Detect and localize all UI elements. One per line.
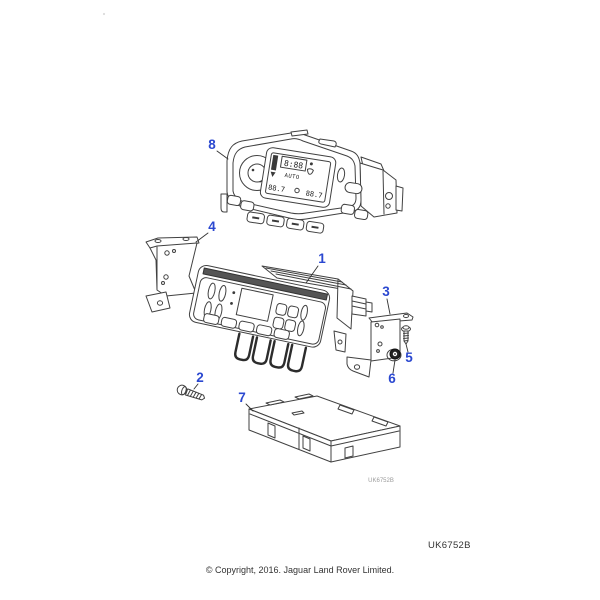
- callout-leader-8: [216, 150, 229, 160]
- diagram-watermark: UK6752B: [368, 478, 394, 484]
- callout-number-5: 5: [405, 350, 413, 365]
- part-1-control-unit: [188, 264, 373, 373]
- callout-number-4: 4: [208, 219, 216, 234]
- callout-leader-7: [245, 403, 254, 412]
- unit-display-window: [235, 287, 274, 322]
- display-right-digits: 88.7: [305, 189, 323, 200]
- panel-left-tab: [220, 193, 228, 213]
- unit-right-face: [336, 278, 354, 330]
- callout-leader-2: [193, 383, 199, 390]
- scan-speck: [102, 12, 106, 16]
- callout-number-3: 3: [382, 284, 390, 299]
- panel-left-buttons: [226, 194, 255, 212]
- callout-number-8: 8: [208, 137, 216, 152]
- callout-number-1: 1: [318, 251, 326, 266]
- callout-number-2: 2: [196, 370, 204, 385]
- panel-top-handle: [318, 138, 337, 148]
- panel-top-tab: [290, 129, 309, 137]
- display-mode-label: AUTO: [284, 173, 300, 181]
- part-5-screw: [401, 325, 411, 345]
- callout-leader-3: [386, 298, 391, 315]
- unit-front-bezel: [188, 264, 331, 373]
- part-3-mounting-bracket-right: [346, 312, 414, 378]
- part-8-control-panel: 8:88 AUTO 88.7 88.7: [220, 129, 404, 234]
- panel-vent-slot: [336, 167, 346, 183]
- unit-lower-tab: [333, 330, 347, 353]
- unit-connector: [351, 295, 367, 317]
- part-4-mounting-bracket-left: [145, 236, 200, 313]
- panel-right-button: [344, 182, 363, 195]
- callout-leader-6: [392, 359, 396, 374]
- panel-right-buttons: [340, 203, 369, 221]
- part-7-control-module: [248, 393, 401, 463]
- copyright-notice: © Copyright, 2016. Jaguar Land Rover Lim…: [205, 565, 395, 575]
- unit-connector-hooks: [234, 332, 308, 373]
- callout-number-7: 7: [238, 390, 246, 405]
- climate-display: 8:88 AUTO 88.7 88.7: [246, 147, 337, 234]
- callout-leader-1: [305, 265, 319, 284]
- diagram-reference-code: UK6752B: [428, 540, 471, 551]
- callout-leader-5: [405, 343, 409, 353]
- bracket-foot: [346, 356, 372, 378]
- callout-number-6: 6: [388, 371, 396, 386]
- callout-leader-4: [195, 232, 209, 243]
- callout-layer: 1 2 3 4 56 7 8: [193, 137, 413, 412]
- part-6-grommet: [386, 348, 402, 362]
- panel-side-bracket: [359, 162, 398, 218]
- display-top-digits: 8:88: [283, 159, 304, 171]
- panel-button-row: [246, 211, 325, 234]
- part-2-screw: [176, 384, 206, 401]
- display-left-digits: 88.7: [268, 183, 286, 194]
